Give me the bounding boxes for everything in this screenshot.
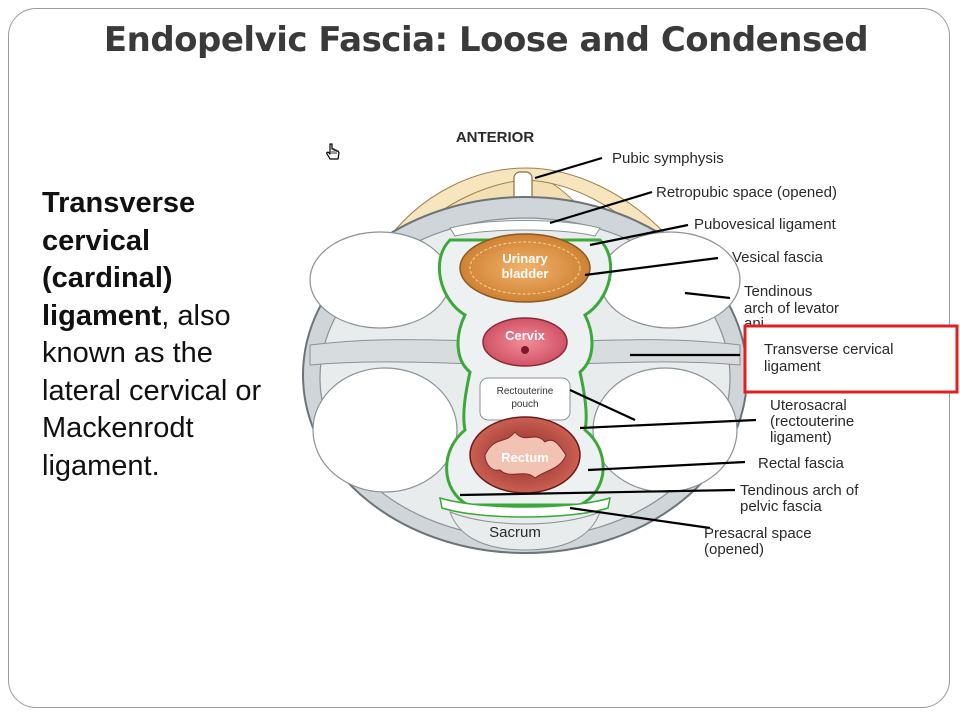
- body-text: Transverse cervical (cardinal) ligament,…: [42, 185, 267, 485]
- urinary-bladder-shape: [459, 233, 591, 303]
- label-retropubic-space: Retropubic space (opened): [656, 184, 837, 201]
- label-uterosacral-line3: ligament): [770, 429, 832, 446]
- pouch-label-line1: Rectouterine: [497, 386, 554, 397]
- cervix-shape: [482, 317, 568, 367]
- rectum-label: Rectum: [501, 450, 549, 465]
- label-tendinous-arch-pelvic-line1: Tendinous arch of: [740, 482, 859, 499]
- pelvis-diagram: Urinary bladder Cervix Rectouterine pouc…: [290, 110, 960, 570]
- label-pubic-symphysis: Pubic symphysis: [612, 150, 724, 167]
- label-presacral-space-line1: Presacral space: [704, 525, 812, 542]
- pouch-label-line2: pouch: [511, 399, 538, 410]
- sacrum-shape: [449, 511, 601, 551]
- body-comma: ,: [161, 299, 170, 332]
- label-uterosacral-line2: (rectouterine: [770, 413, 854, 430]
- pelvis-diagram-svg: Urinary bladder Cervix Rectouterine pouc…: [302, 129, 959, 558]
- label-tendinous-arch-levator-line1: Tendinous: [744, 283, 812, 300]
- label-transverse-cervical-line2: ligament: [764, 358, 822, 375]
- sacrum-label: Sacrum: [489, 524, 541, 541]
- retropubic-space: [449, 220, 601, 237]
- label-tendinous-arch-levator-line2: arch of levator: [744, 300, 839, 317]
- label-transverse-cervical-line1: Transverse cervical: [764, 341, 893, 358]
- cervix-label: Cervix: [505, 328, 546, 343]
- body-description: also known as the lateral cervical or Ma…: [42, 299, 262, 482]
- label-vesical-fascia: Vesical fascia: [732, 249, 824, 266]
- bladder-label-line2: bladder: [502, 266, 549, 281]
- hand-pointer-icon: [325, 143, 340, 160]
- label-uterosacral-line1: Uterosacral: [770, 397, 847, 414]
- presacral-space: [439, 496, 611, 518]
- label-rectal-fascia: Rectal fascia: [758, 455, 845, 472]
- label-tendinous-arch-pelvic-line2: pelvic fascia: [740, 498, 822, 515]
- bladder-label-line1: Urinary: [502, 251, 548, 266]
- body-bold-term: Transverse cervical (cardinal) ligament: [42, 187, 196, 332]
- slide-title: Endopelvic Fascia: Loose and Condensed: [103, 20, 869, 60]
- anterior-label: ANTERIOR: [456, 129, 535, 146]
- label-presacral-space-line2: (opened): [704, 541, 764, 558]
- leader-lines: [459, 156, 757, 530]
- highlight-box: [743, 324, 959, 394]
- label-pubovesical-ligament: Pubovesical ligament: [694, 216, 837, 233]
